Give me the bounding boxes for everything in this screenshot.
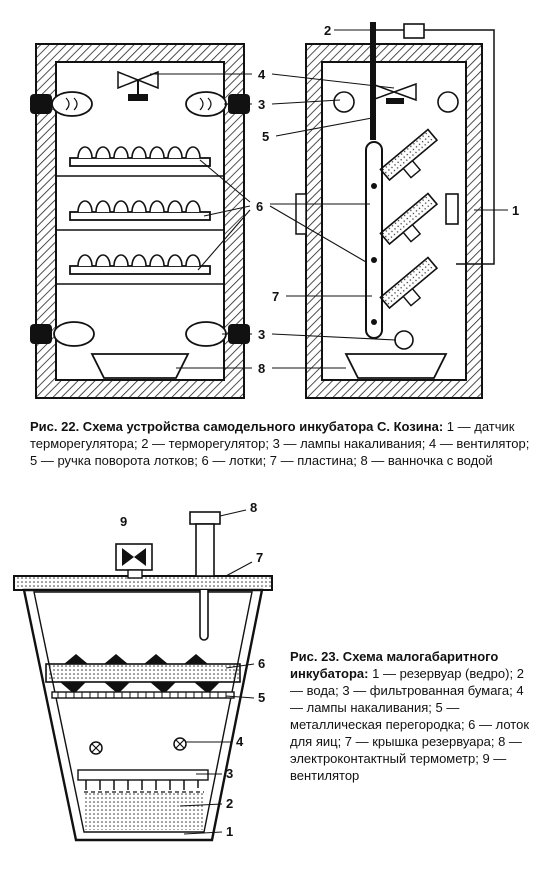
part-labels: 8 9 7 6 5 4 3 2 1 xyxy=(120,500,265,839)
reservoir-bucket xyxy=(13,575,273,842)
label-1: 1 xyxy=(226,824,233,839)
fan-icon xyxy=(117,70,159,101)
filter-paper xyxy=(77,769,209,781)
figure-22-caption: Рис. 22. Схема устройства самодельного и… xyxy=(30,418,530,469)
leader-lines xyxy=(179,509,255,835)
label-1: 1 xyxy=(512,203,519,218)
thermometer xyxy=(189,511,221,641)
label-3: 3 xyxy=(226,766,233,781)
cabinet-side-view xyxy=(295,22,495,399)
part-labels: 2 4 3 5 6 1 7 3 8 xyxy=(256,23,519,376)
figure-22-caption-text: 1 — датчик терморегулятора; 2 — терморег… xyxy=(30,419,530,468)
label-6: 6 xyxy=(258,656,265,671)
figure-22-diagram: 2 4 3 5 6 1 7 3 8 xyxy=(30,22,519,399)
label-5: 5 xyxy=(262,129,269,144)
label-4: 4 xyxy=(236,734,244,749)
thermostat-sensor xyxy=(445,193,459,225)
egg-tray xyxy=(56,200,224,231)
fan-icon xyxy=(115,543,153,579)
turning-plate xyxy=(365,141,383,339)
tilted-tray xyxy=(379,256,439,310)
egg-tray xyxy=(56,146,224,177)
lamp-icon xyxy=(89,741,103,755)
egg-tray xyxy=(56,254,224,285)
label-8: 8 xyxy=(250,500,257,515)
label-9: 9 xyxy=(120,514,127,529)
lamp-icon xyxy=(30,91,93,117)
figure-23-caption: Рис. 23. Схема малогабаритного инкубатор… xyxy=(290,648,530,784)
water xyxy=(84,792,204,830)
label-2: 2 xyxy=(226,796,233,811)
figure-23-caption-text: 1 — резервуар (ведро); 2 — вода; 3 — фил… xyxy=(290,666,530,783)
figure-23-diagram: 8 9 7 6 5 4 3 2 1 xyxy=(13,500,273,842)
figure-23-caption-title: Рис. 23. Схема малогабаритного инкубатор… xyxy=(290,649,499,681)
water-tray xyxy=(90,353,190,379)
thermoregulator-box xyxy=(403,23,425,39)
water-tray xyxy=(344,353,448,379)
tilted-tray xyxy=(379,192,439,246)
metal-partition xyxy=(51,691,235,699)
egg-tray xyxy=(45,663,241,683)
label-3: 3 xyxy=(258,97,265,112)
label-3b: 3 xyxy=(258,327,265,342)
label-2: 2 xyxy=(324,23,331,38)
label-4: 4 xyxy=(258,67,266,82)
label-6: 6 xyxy=(256,199,263,214)
label-5: 5 xyxy=(258,690,265,705)
label-8: 8 xyxy=(258,361,265,376)
tilted-tray xyxy=(379,128,439,182)
lamp-icon xyxy=(30,321,95,347)
leader-lines xyxy=(150,29,508,369)
lamp-icon xyxy=(173,737,187,751)
cabinet-front-view xyxy=(30,43,250,399)
label-7: 7 xyxy=(272,289,279,304)
figure-22-caption-title: Рис. 22. Схема устройства самодельного и… xyxy=(30,419,444,434)
label-7: 7 xyxy=(256,550,263,565)
